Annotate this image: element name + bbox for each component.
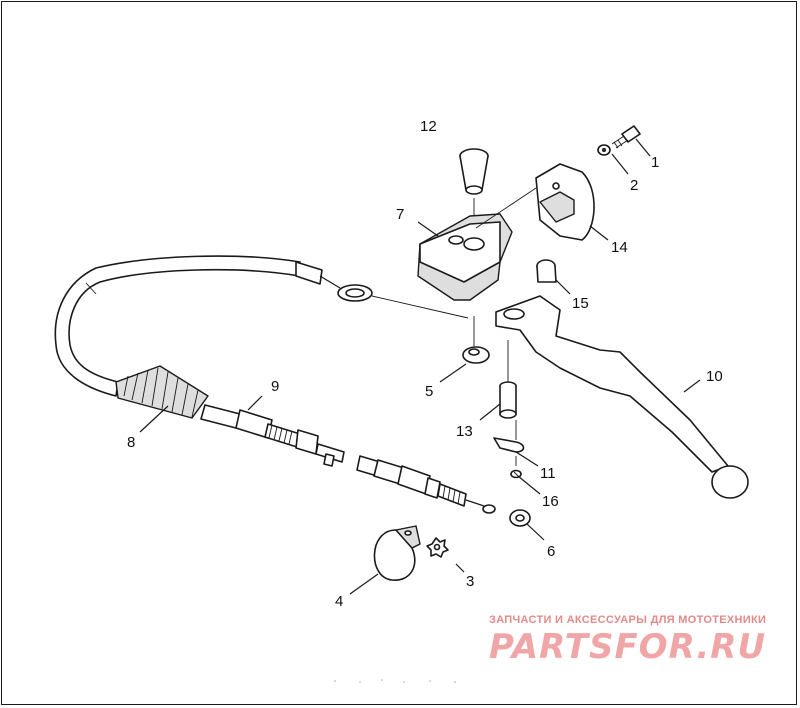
callout-3: 3 — [466, 573, 474, 590]
watermark-brand: PARTSFOR.RU — [489, 627, 766, 667]
callout-4: 4 — [335, 593, 343, 610]
clutch-lever — [495, 295, 749, 499]
scan-specks — [334, 679, 456, 683]
callout-7: 7 — [396, 206, 404, 223]
callout-12: 12 — [420, 118, 437, 135]
pivot-pin-13 — [499, 340, 517, 419]
callout-labels: 1 2 3 4 5 6 7 8 9 10 11 12 13 14 15 16 — [127, 118, 723, 610]
watermark-caption: ЗАПЧАСТИ И АКСЕССУАРЫ ДЛЯ МОТОТЕХНИКИ — [489, 614, 766, 626]
retaining-clip-11 — [493, 420, 525, 453]
callout-10: 10 — [706, 368, 723, 385]
screw-1 — [611, 125, 641, 149]
pivot-pin-12 — [459, 148, 489, 240]
roll-pin-15 — [536, 259, 557, 283]
callout-6: 6 — [547, 543, 555, 560]
callout-16: 16 — [542, 493, 559, 510]
washer-6 — [509, 509, 531, 527]
watermark: ЗАПЧАСТИ И АКСЕССУАРЫ ДЛЯ МОТОТЕХНИКИ PA… — [489, 614, 766, 667]
lever-bracket — [417, 187, 537, 301]
washer-2 — [597, 144, 611, 156]
callout-15: 15 — [572, 295, 589, 312]
callout-9: 9 — [271, 378, 279, 395]
callout-14: 14 — [611, 239, 628, 256]
clamp-cap-14 — [535, 163, 595, 241]
clutch-cable — [54, 255, 469, 467]
cable-clamp — [373, 525, 421, 581]
screw-16 — [510, 456, 522, 479]
cable-adjuster — [356, 455, 496, 514]
star-washer — [426, 537, 449, 558]
callout-1: 1 — [651, 154, 659, 171]
callout-8: 8 — [127, 434, 135, 451]
callout-5: 5 — [425, 383, 433, 400]
callout-13: 13 — [456, 423, 473, 440]
leader-lines — [139, 138, 701, 595]
callout-2: 2 — [630, 177, 638, 194]
callout-11: 11 — [540, 465, 556, 482]
nut-5 — [462, 316, 490, 364]
